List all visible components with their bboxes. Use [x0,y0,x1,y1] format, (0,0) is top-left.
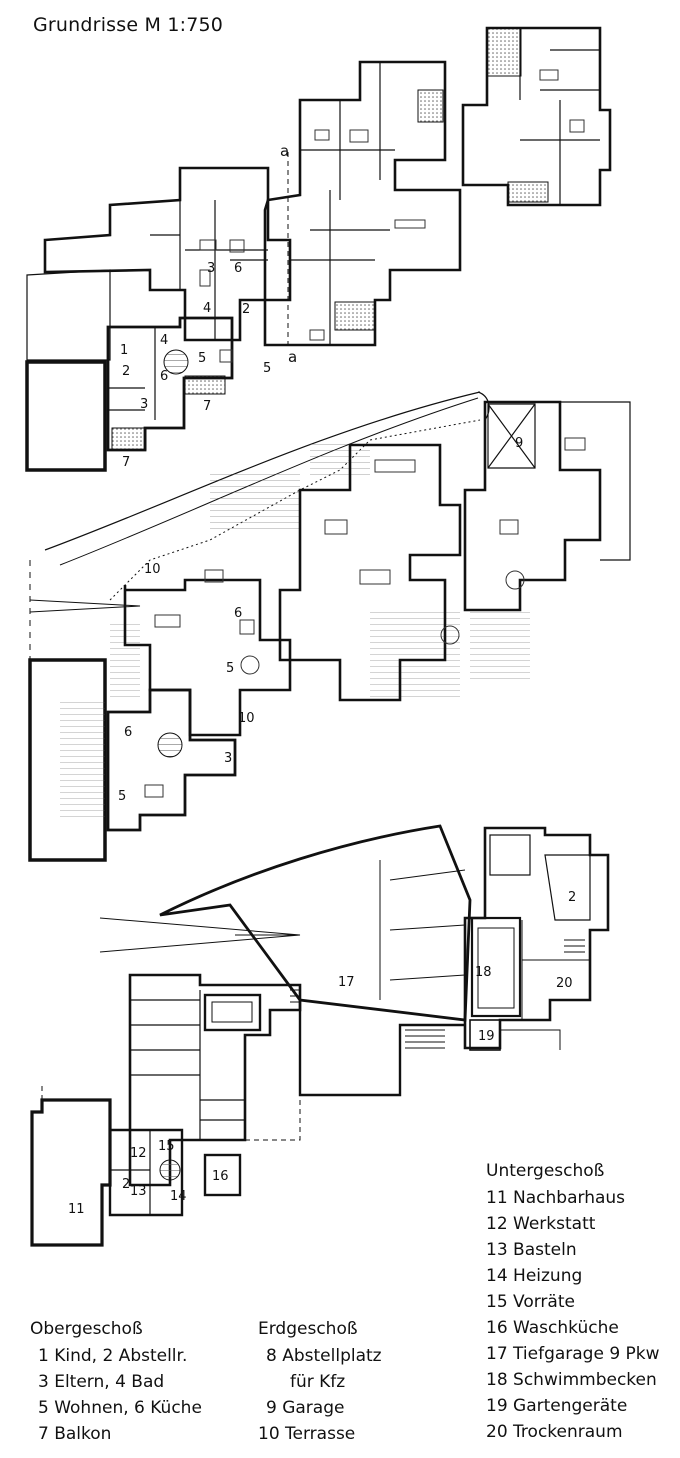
basement-room-label: 14 [170,1189,187,1204]
legend-row: für Kfz [290,1372,346,1392]
basement-room-label: 11 [68,1202,85,1217]
legend-row: 10 Terrasse [258,1424,356,1444]
plan-labels: 1 2 3 4 5 6 7 7 2 3 4 5 6 a a 10 6 5 5 6… [68,142,576,1217]
legend-heading: Erdgeschoß [258,1319,358,1339]
section-mark-top: a [280,142,289,160]
legend-row: 1 Kind, 2 Abstellr. [38,1346,188,1366]
ground-room-label: 10 [238,711,255,726]
ground-room-label: 9 [515,436,523,451]
legend-row: 13 Basteln [486,1240,577,1260]
basement-room-label: 19 [478,1029,495,1044]
legend-untergeschoss: Untergeschoß 11 Nachbarhaus 12 Werkstatt… [486,1158,660,1445]
legend-row: 20 Trockenraum [486,1422,623,1442]
legend-row: 14 Heizung [486,1266,583,1286]
legend-row: 9 Garage [266,1398,345,1418]
legend-heading: Obergeschoß [30,1319,143,1339]
upper-room-label: 2 [122,364,130,379]
basement-room-label: 13 [130,1184,147,1199]
neighbour-house-upper [25,360,107,472]
upper-room-label: 4 [160,333,168,348]
upper-room-label: 6 [234,261,242,276]
ground-floor-plan [28,391,631,862]
section-mark-bottom: a [288,348,297,366]
basement-room-label: 12 [130,1146,147,1161]
upper-room-label: 1 [120,343,128,358]
basement-room-label: 17 [338,975,355,990]
upper-room-label: 5 [198,351,206,366]
ground-room-label: 6 [234,606,242,621]
drawing-title: Grundrisse M 1:750 [33,14,224,36]
neighbour-house-basement [30,1098,112,1247]
ground-room-label: 5 [226,661,234,676]
upper-room-label: 2 [242,302,250,317]
basement-room-label: 18 [475,965,492,980]
legend-heading: Untergeschoß [486,1161,605,1181]
upper-room-label: 3 [207,261,215,276]
legend-row: 3 Eltern, 4 Bad [38,1372,165,1392]
ground-room-label: 6 [124,725,132,740]
neighbour-house-ground [28,658,107,862]
legend-row: 7 Balkon [38,1424,112,1444]
legend-row: 5 Wohnen, 6 Küche [38,1398,202,1418]
upper-room-label: 7 [203,399,211,414]
ground-room-label: 10 [144,562,161,577]
upper-room-label: 5 [263,361,271,376]
basement-room-label: 2 [568,890,576,905]
legend-row: 12 Werkstatt [486,1214,596,1234]
basement-plan [30,824,610,1247]
legend-row: 18 Schwimmbecken [486,1370,657,1390]
legend-obergeschoss: Obergeschoß 1 Kind, 2 Abstellr. 3 Eltern… [30,1316,202,1447]
legend-row: 17 Tiefgarage 9 Pkw [486,1344,660,1364]
legend-row: 19 Gartengeräte [486,1396,628,1416]
legend-row: 15 Vorräte [486,1292,575,1312]
legend-row: 11 Nachbarhaus [486,1188,626,1208]
legend-row: 8 Abstellplatz [266,1346,382,1366]
legend-row: 16 Waschküche [486,1318,619,1338]
upper-room-label: 4 [203,301,211,316]
basement-room-label: 15 [158,1139,175,1154]
ground-room-label: 5 [118,789,126,804]
basement-room-label: 16 [212,1169,229,1184]
basement-room-label: 20 [556,976,573,991]
upper-floor-plan [25,26,612,472]
basement-room-label: 2 [122,1177,130,1192]
upper-room-label: 7 [122,455,130,470]
ground-room-label: 3 [224,751,232,766]
legend-erdgeschoss: Erdgeschoß 8 Abstellplatz für Kfz 9 Gara… [258,1316,382,1447]
ground-floor-furniture [144,437,586,798]
upper-room-label: 6 [160,369,168,384]
upper-floor-furniture [199,69,585,363]
upper-room-label: 3 [140,397,148,412]
